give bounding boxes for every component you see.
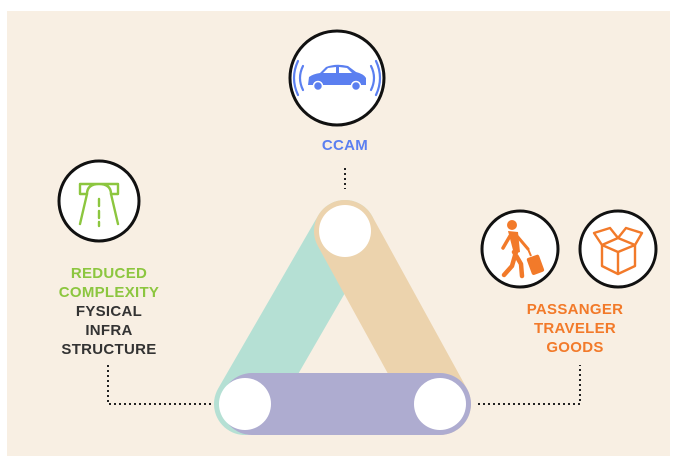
car-icon — [288, 29, 386, 127]
triangle-node-right — [414, 378, 466, 430]
infra-label-line-2: COMPLEXITY — [58, 284, 160, 301]
passenger-label-line-2: TRAVELER — [533, 320, 617, 337]
passenger-label: PASSANGER TRAVELER GOODS — [500, 300, 650, 357]
infra-label: REDUCED COMPLEXITY FYSICAL INFRA STRUCTU… — [34, 264, 184, 359]
open-box-icon — [578, 209, 658, 289]
passenger-label-line-3: GOODS — [546, 339, 604, 356]
triangle-node-top — [319, 205, 371, 257]
infra-label-line-4: INFRA — [85, 322, 133, 339]
passenger-label-line-1: PASSANGER — [526, 301, 624, 318]
traveler-with-suitcase-icon — [480, 209, 560, 289]
triangle-node-left — [219, 378, 271, 430]
triangle — [214, 200, 471, 435]
infra-label-line-3: FYSICAL — [75, 303, 143, 320]
infra-label-line-5: STRUCTURE — [61, 341, 157, 358]
road-tunnel-icon — [57, 159, 141, 243]
passenger-connector — [478, 365, 581, 405]
infra-connector — [107, 365, 212, 405]
infra-label-line-1: REDUCED — [70, 265, 148, 282]
ccam-label: CCAM — [321, 137, 369, 154]
